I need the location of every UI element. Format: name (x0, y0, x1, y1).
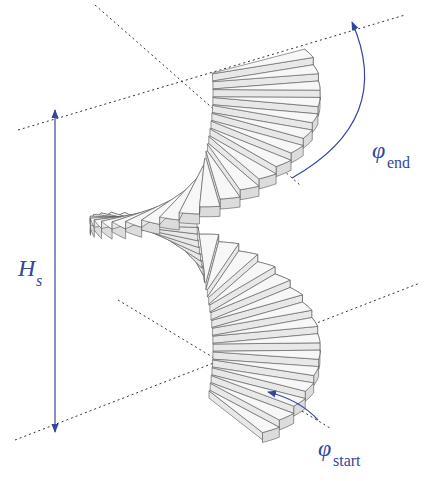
angle-symbol: φ (318, 436, 331, 460)
step-tread (213, 334, 320, 344)
angle-arrow (268, 392, 318, 420)
stair-step (209, 390, 279, 442)
angle-arrow (292, 22, 365, 178)
step-tread (213, 97, 320, 107)
step-tread (212, 318, 317, 337)
dimensions (55, 22, 365, 432)
step-tread (213, 65, 319, 82)
step-tread (213, 81, 320, 90)
angle-symbol: φ (372, 138, 385, 162)
subscript: start (333, 453, 361, 469)
step-tread (209, 390, 279, 432)
stair-step (213, 334, 320, 353)
spiral-stairs (90, 49, 320, 442)
step-tread (213, 350, 320, 359)
step-riser (213, 90, 320, 98)
step-face (200, 206, 220, 216)
subscript: s (36, 273, 42, 289)
subscript: end (387, 155, 410, 171)
height-arrow (54, 110, 55, 432)
guide-lines (15, 5, 420, 440)
step-tread (200, 159, 220, 207)
dimension-symbol: H (18, 256, 35, 280)
guide-line (18, 15, 405, 130)
stair-step (200, 159, 220, 217)
